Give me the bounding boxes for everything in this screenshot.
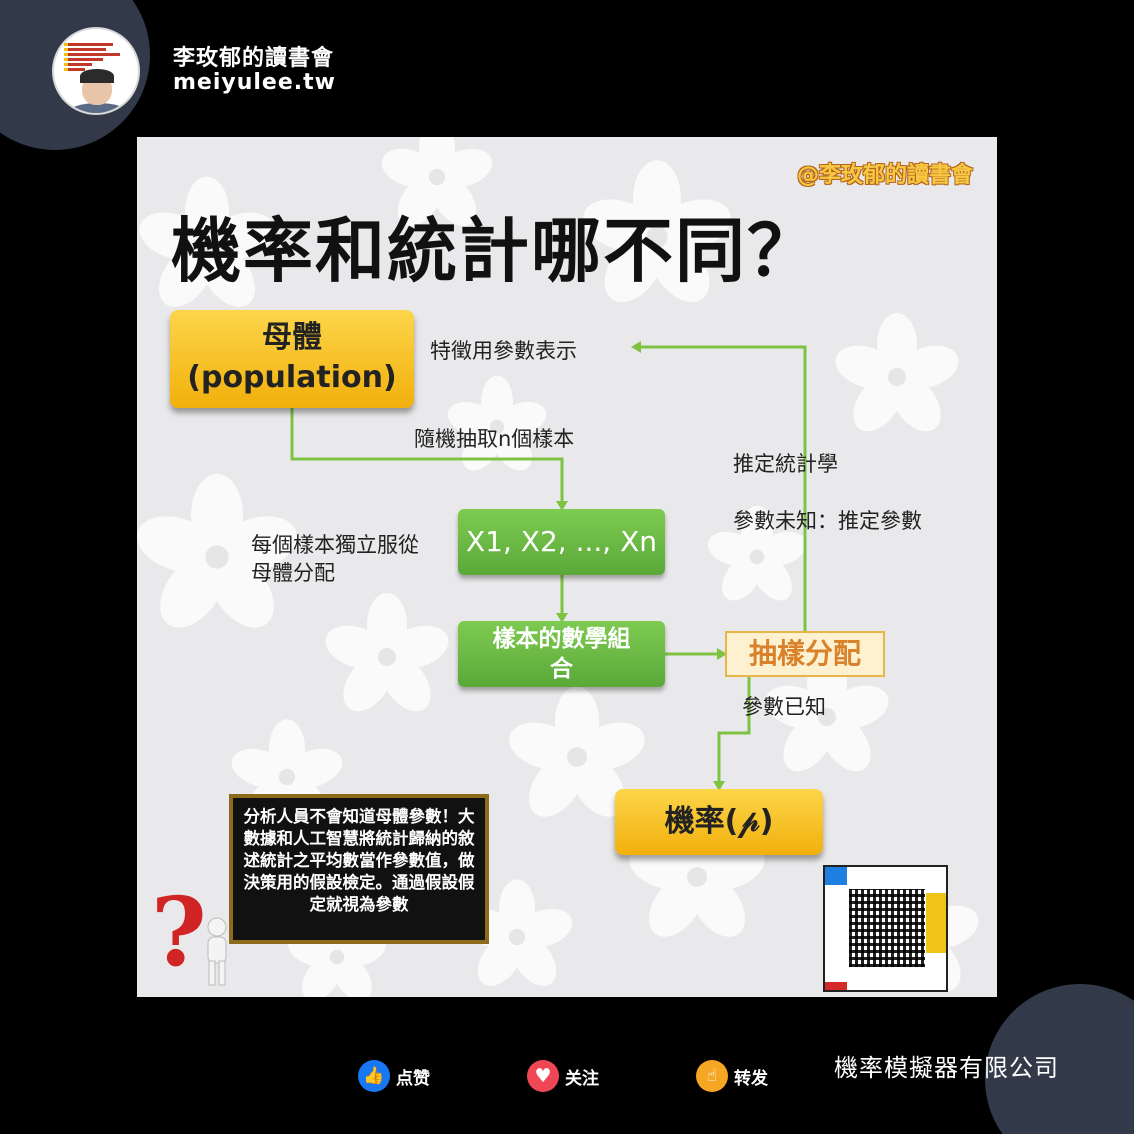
population-box: 母體 (population) bbox=[170, 310, 414, 408]
thinking-figure-icon bbox=[207, 917, 227, 986]
label-iid-line1: 每個樣本獨立服從 bbox=[251, 533, 419, 557]
question-mark-icon: ? bbox=[151, 877, 207, 988]
sampling-distribution-box: 抽樣分配 bbox=[725, 631, 885, 677]
avatar[interactable] bbox=[52, 27, 140, 115]
flower-background bbox=[137, 137, 985, 997]
channel-url[interactable]: meiyulee.tw bbox=[173, 70, 336, 95]
share-button[interactable]: ☝ 转发 bbox=[696, 1060, 768, 1092]
label-param-repr: 特徵用參數表示 bbox=[430, 339, 577, 363]
heart-icon: ♥ bbox=[527, 1060, 559, 1092]
label-inferential: 推定統計學 bbox=[733, 452, 838, 476]
thumbs-up-icon: 👍 bbox=[358, 1060, 390, 1092]
company-name: 機率模擬器有限公司 bbox=[834, 1054, 1059, 1082]
math-combination-box: 樣本的數學組 合 bbox=[458, 621, 665, 687]
page-title: 機率和統計哪不同？ bbox=[171, 210, 819, 292]
note-box: 分析人員不會知道母體參數！大數據和人工智慧將統計歸納的敘述統計之平均數當作參數值… bbox=[229, 794, 489, 944]
watermark: @李玫郁的讀書會 bbox=[796, 163, 973, 188]
share-hand-icon: ☝ bbox=[696, 1060, 728, 1092]
channel-name[interactable]: 李玫郁的讀書會 bbox=[173, 46, 335, 71]
sample-values-box: X1, X2, ..., Xn bbox=[458, 509, 665, 575]
like-button[interactable]: 👍 点赞 bbox=[358, 1060, 430, 1092]
label-iid-line2: 母體分配 bbox=[251, 561, 335, 585]
qr-code-icon[interactable] bbox=[823, 865, 948, 992]
label-param-known: 參數已知 bbox=[742, 695, 826, 719]
post-image: @李玫郁的讀書會 機率和統計哪不同？ 母體 (population) 特徵用參數… bbox=[137, 137, 997, 997]
probability-box: 機率(𝓅) bbox=[615, 789, 823, 855]
follow-button[interactable]: ♥ 关注 bbox=[527, 1060, 599, 1092]
label-param-unknown: 參數未知：推定參數 bbox=[733, 509, 922, 533]
label-random-sample: 隨機抽取n個樣本 bbox=[414, 427, 575, 451]
